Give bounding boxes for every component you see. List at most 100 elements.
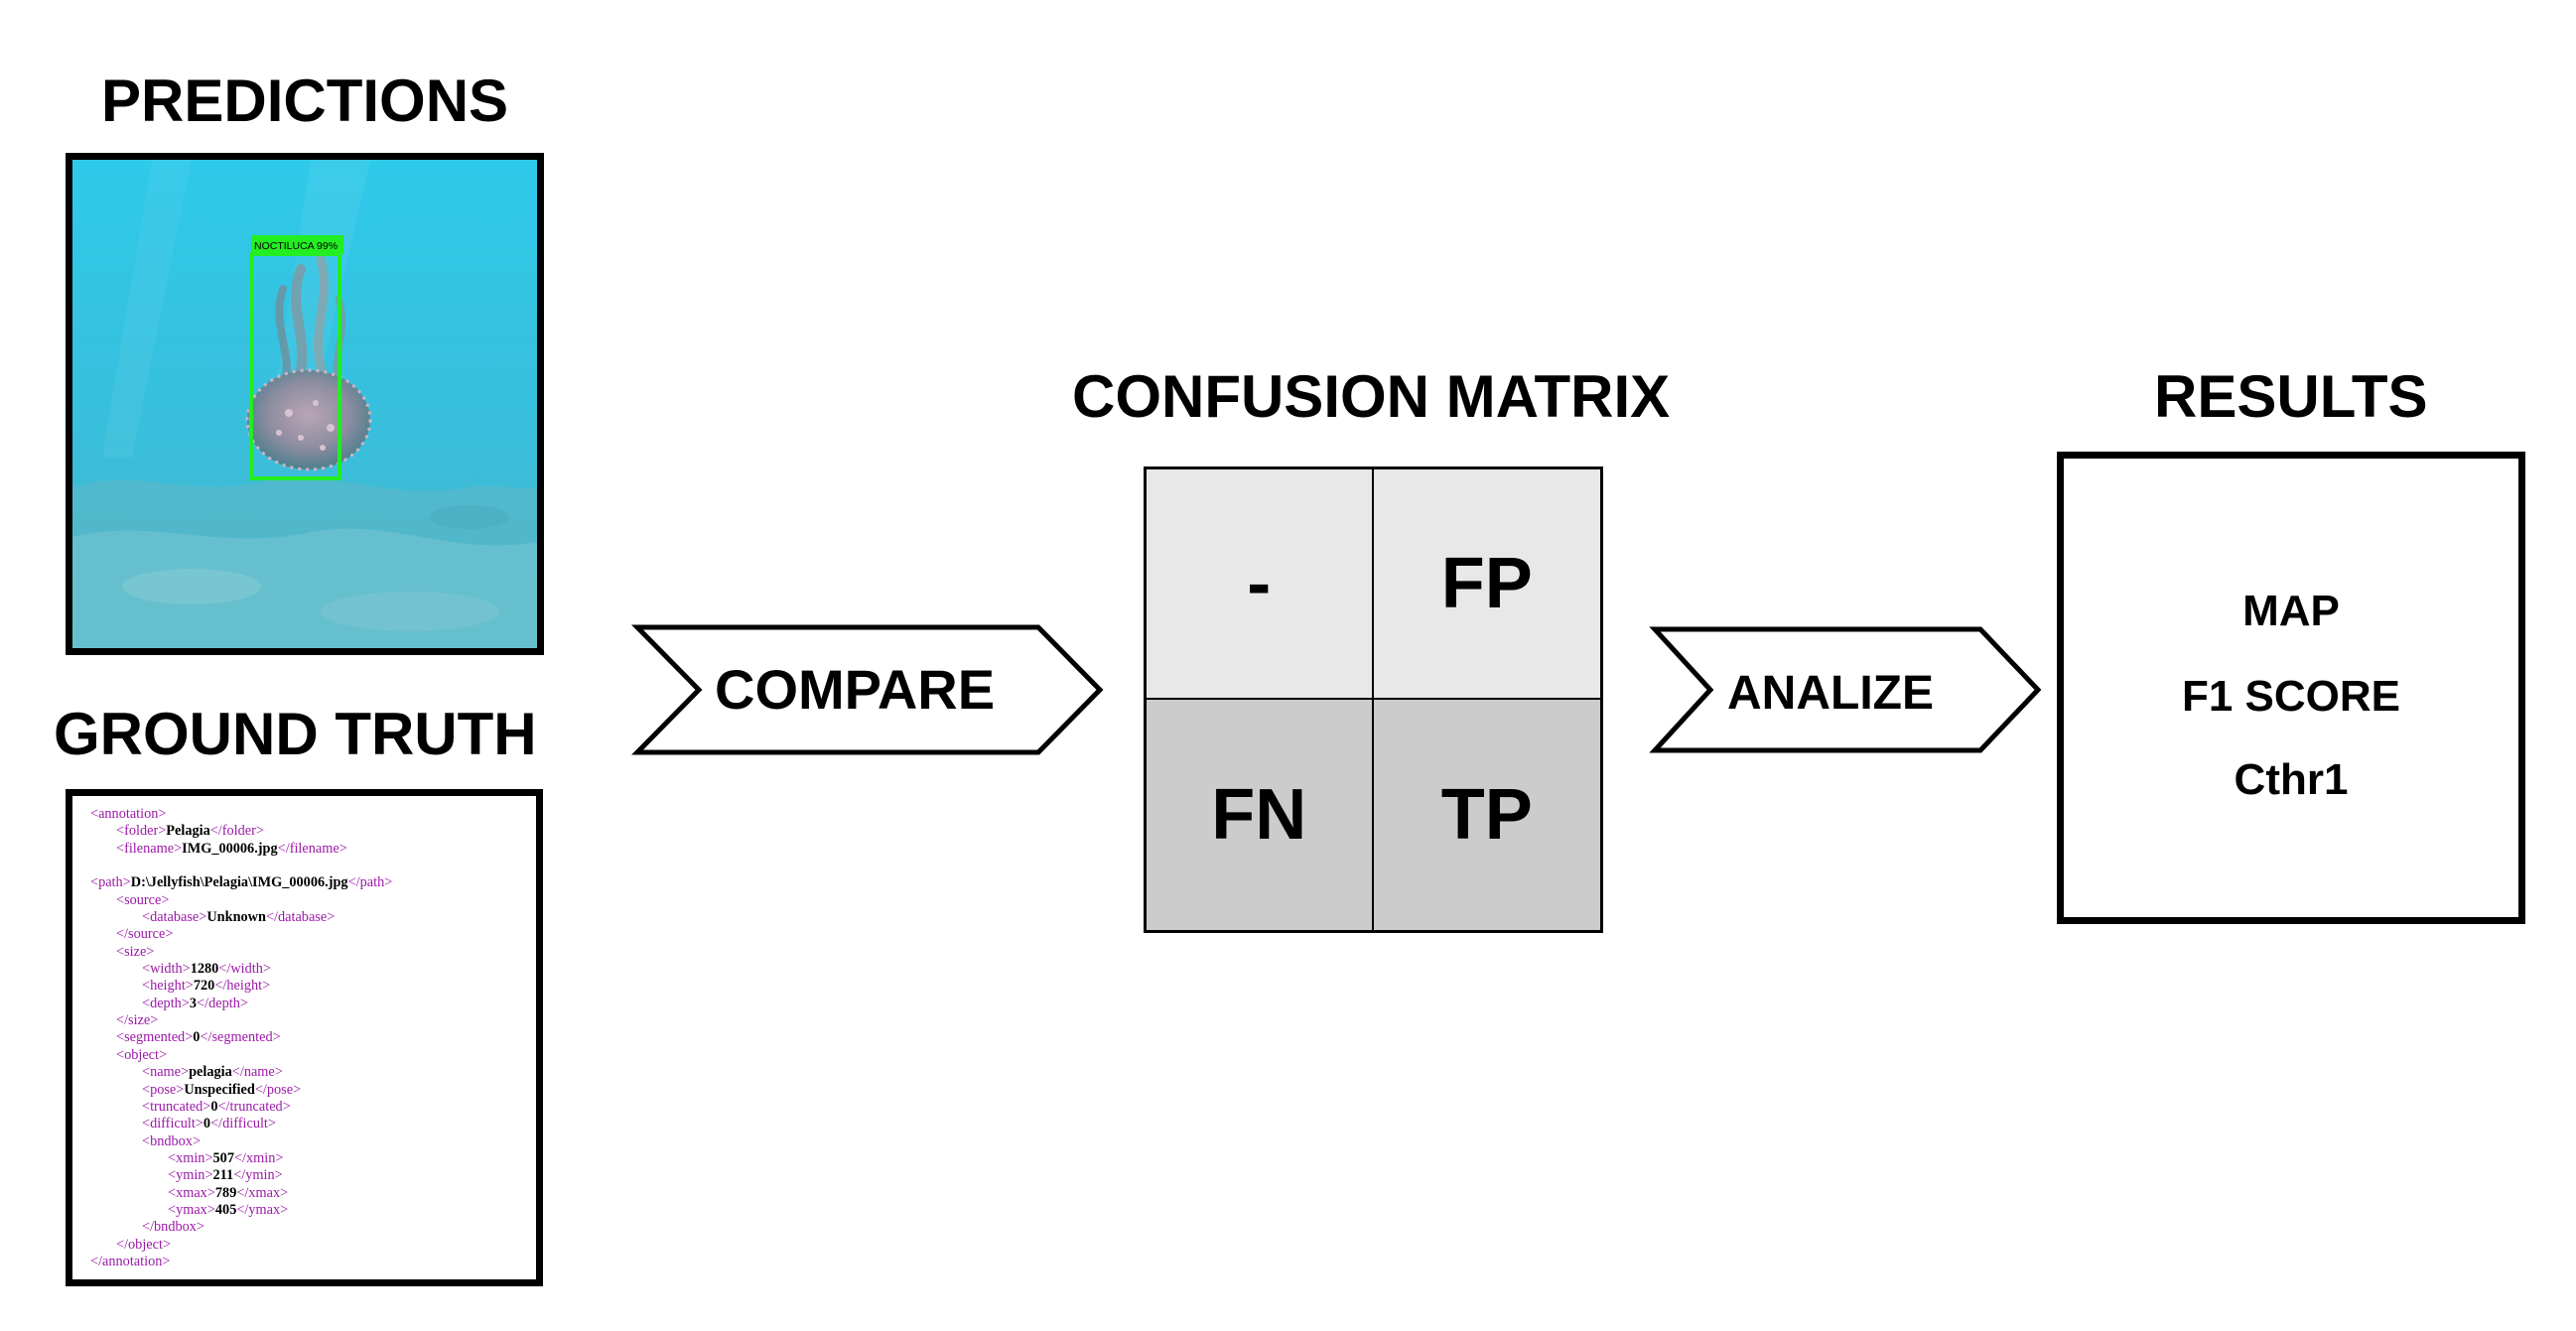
xml-close-tag: </filename>	[277, 840, 347, 857]
xml-open-tag: <database>	[142, 909, 207, 926]
xml-line: <annotation>	[90, 806, 392, 823]
detection-label: NOCTILUCA 99%	[254, 240, 338, 252]
xml-open-tag: <annotation>	[90, 806, 167, 822]
xml-line: <ymax>405</ymax>	[90, 1202, 392, 1219]
xml-line	[90, 858, 392, 874]
xml-close-tag: </xmax>	[236, 1184, 289, 1201]
xml-value: 405	[214, 1201, 237, 1218]
xml-value: pelagia	[189, 1064, 232, 1081]
cell-false-negative: FN	[1147, 700, 1374, 930]
xml-close-tag: </width>	[218, 961, 271, 978]
prediction-image-panel: NOCTILUCA 99%	[66, 153, 544, 655]
xml-value: D:\Jellyfish\Pelagia\IMG_00006.jpg	[130, 874, 348, 891]
underwater-jellyfish-image: NOCTILUCA 99%	[72, 160, 537, 648]
xml-open-tag: </size>	[116, 1012, 159, 1029]
xml-value: 0	[193, 1029, 201, 1046]
xml-open-tag: </bndbox>	[142, 1219, 204, 1236]
analize-arrow	[1649, 626, 2042, 753]
compare-label: COMPARE	[715, 658, 996, 721]
metric-map: MAP	[2242, 587, 2340, 635]
xml-close-tag: </folder>	[209, 823, 264, 840]
xml-value: 720	[193, 978, 215, 995]
xml-open-tag: </object>	[116, 1236, 172, 1253]
xml-close-tag: </height>	[214, 978, 271, 995]
xml-line: </size>	[90, 1012, 392, 1029]
cell-unused: -	[1147, 469, 1374, 700]
xml-open-tag: <difficult>	[142, 1116, 203, 1132]
xml-open-tag: <pose>	[142, 1081, 185, 1098]
xml-open-tag: <folder>	[116, 823, 167, 840]
xml-value: IMG_00006.jpg	[182, 840, 278, 857]
xml-close-tag: </pose>	[254, 1081, 302, 1098]
results-box: MAP F1 SCORE Cthr1	[2057, 452, 2525, 924]
xml-open-tag: <height>	[142, 978, 194, 995]
xml-value: 211	[212, 1167, 234, 1184]
ground-truth-xml-panel: <annotation><folder>Pelagia</folder><fil…	[66, 789, 543, 1286]
xml-open-tag: <truncated>	[142, 1098, 211, 1115]
xml-line: </source>	[90, 926, 392, 943]
xml-open-tag: <xmax>	[168, 1184, 215, 1201]
xml-line: <size>	[90, 944, 392, 961]
xml-line: <xmax>789</xmax>	[90, 1185, 392, 1202]
xml-line: <truncated>0</truncated>	[90, 1099, 392, 1116]
xml-line: <depth>3</depth>	[90, 996, 392, 1012]
xml-close-tag: </xmin>	[233, 1149, 284, 1166]
xml-line: <folder>Pelagia</folder>	[90, 823, 392, 840]
xml-open-tag: <ymin>	[168, 1167, 213, 1184]
xml-line: <object>	[90, 1047, 392, 1064]
xml-line: <xmin>507</xmin>	[90, 1150, 392, 1167]
xml-annotation: <annotation><folder>Pelagia</folder><fil…	[90, 806, 392, 1270]
metric-cthr1: Cthr1	[2234, 755, 2349, 804]
xml-close-tag: </difficult>	[210, 1116, 276, 1132]
detection-label-background	[251, 235, 343, 254]
xml-close-tag: </database>	[265, 909, 336, 926]
xml-line: </annotation>	[90, 1254, 392, 1270]
xml-close-tag: </ymin>	[233, 1167, 283, 1184]
metric-f1-score: F1 SCORE	[2181, 672, 2401, 721]
xml-close-tag: </truncated>	[217, 1098, 291, 1115]
xml-open-tag: <source>	[116, 891, 170, 908]
xml-open-tag: <ymax>	[168, 1201, 215, 1218]
xml-open-tag: <width>	[142, 961, 191, 978]
xml-line: <name>pelagia</name>	[90, 1064, 392, 1081]
xml-line: <bndbox>	[90, 1133, 392, 1150]
xml-line: <height>720</height>	[90, 978, 392, 995]
xml-open-tag: <xmin>	[168, 1149, 213, 1166]
xml-close-tag: </name>	[231, 1064, 283, 1081]
xml-close-tag: </depth>	[197, 995, 248, 1011]
xml-value: 3	[189, 995, 198, 1011]
xml-open-tag: <name>	[142, 1064, 190, 1081]
confusion-matrix: - FP FN TP	[1144, 466, 1603, 933]
cell-true-positive: TP	[1373, 700, 1600, 930]
xml-open-tag: <filename>	[116, 840, 183, 857]
results-heading: RESULTS	[2154, 363, 2428, 430]
xml-value: Unspecified	[184, 1081, 255, 1098]
xml-value: 0	[210, 1098, 218, 1115]
xml-line: <width>1280</width>	[90, 961, 392, 978]
xml-open-tag: </annotation>	[90, 1253, 171, 1269]
xml-line: <source>	[90, 892, 392, 909]
xml-close-tag: </ymax>	[236, 1201, 289, 1218]
xml-line: <filename>IMG_00006.jpg</filename>	[90, 841, 392, 858]
xml-open-tag: <object>	[116, 1046, 168, 1063]
xml-value: 507	[212, 1149, 234, 1166]
xml-value: Unknown	[206, 909, 266, 926]
xml-value: 1280	[190, 961, 219, 978]
confusion-matrix-heading: CONFUSION MATRIX	[1072, 363, 1671, 430]
xml-line: </bndbox>	[90, 1219, 392, 1236]
xml-line: <pose>Unspecified</pose>	[90, 1082, 392, 1099]
xml-line: <segmented>0</segmented>	[90, 1029, 392, 1046]
ground-truth-heading: GROUND TRUTH	[54, 701, 537, 767]
xml-line: <difficult>0</difficult>	[90, 1116, 392, 1132]
xml-open-tag: </source>	[116, 926, 174, 943]
xml-open-tag: <depth>	[142, 995, 190, 1011]
xml-line: <path>D:\Jellyfish\Pelagia\IMG_00006.jpg…	[90, 874, 392, 891]
analize-label: ANALIZE	[1727, 667, 1934, 720]
xml-line: <database>Unknown</database>	[90, 909, 392, 926]
xml-open-tag: <segmented>	[116, 1029, 194, 1046]
xml-open-tag: <size>	[116, 943, 155, 960]
xml-line: </object>	[90, 1237, 392, 1254]
xml-open-tag: <bndbox>	[142, 1132, 202, 1149]
cell-false-positive: FP	[1373, 469, 1600, 700]
compare-arrow	[631, 624, 1104, 755]
